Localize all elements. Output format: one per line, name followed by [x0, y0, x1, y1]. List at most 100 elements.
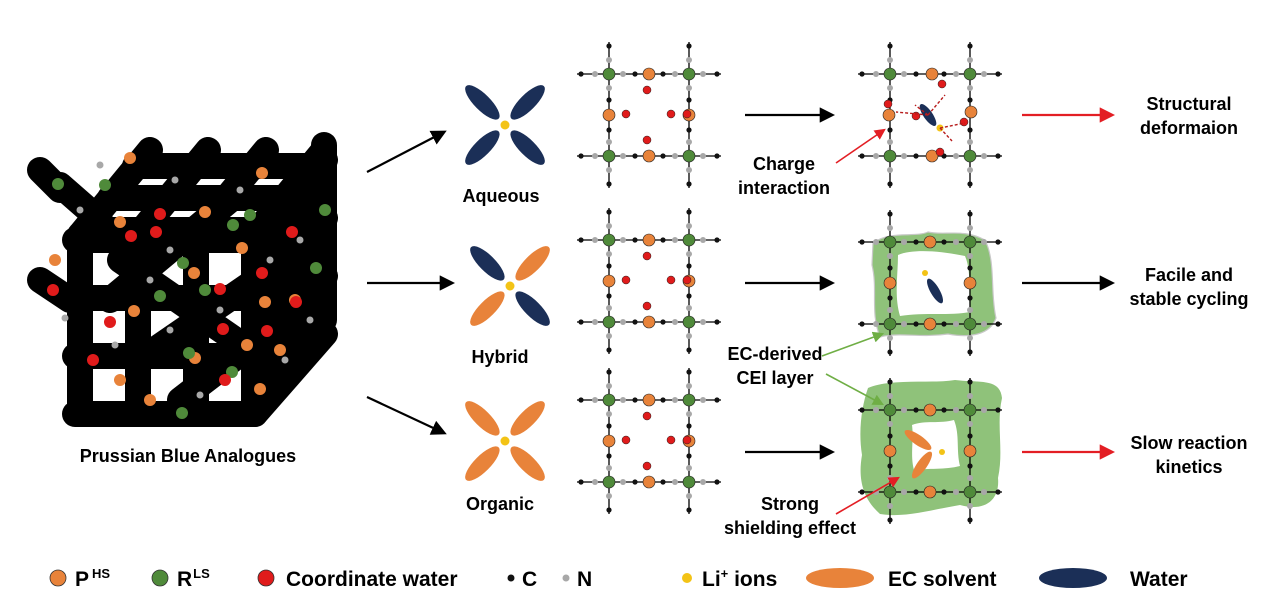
coordinate-water: [621, 109, 631, 119]
r-ls-atom: [963, 67, 977, 81]
n-atom: [672, 397, 678, 403]
p-hs-atom: [602, 108, 616, 122]
c-atom: [967, 517, 973, 523]
r-ls-atom: [883, 317, 897, 331]
n-atom: [592, 237, 598, 243]
c-atom: [606, 209, 612, 215]
n-atom: [592, 397, 598, 403]
n-atom: [901, 407, 907, 413]
p-hs-atom: [923, 235, 937, 249]
cube-caption: Prussian Blue Analogues: [80, 446, 296, 466]
organic-solvation-cluster: [465, 401, 545, 481]
legend-coordinate-water-swatch: [257, 569, 275, 587]
n-atom: [887, 475, 893, 481]
c-atom: [632, 397, 638, 403]
r-ls-atom: [883, 485, 897, 499]
n-atom: [686, 333, 692, 339]
r-ls-atom: [883, 235, 897, 249]
c-atom: [660, 479, 666, 485]
coordinate-water: [935, 147, 945, 157]
ec-solvent-molecule: [510, 446, 545, 481]
cei-label-line1: EC-derived: [727, 344, 822, 364]
c-atom: [606, 453, 612, 459]
n-atom: [606, 223, 612, 229]
c-atom: [913, 153, 919, 159]
c-atom: [714, 397, 720, 403]
legend-li-ions: Li+ ions: [702, 566, 777, 591]
n-atom: [981, 407, 987, 413]
lattice-hybrid-initial: [577, 208, 721, 354]
n-atom: [686, 465, 692, 471]
outcome-organic-line1: Slow reaction: [1130, 433, 1247, 453]
water-molecule: [510, 130, 545, 165]
n-atom: [967, 307, 973, 313]
c-atom: [995, 71, 1001, 77]
c-atom: [913, 71, 919, 77]
n-atom: [967, 167, 973, 173]
cube-n-atom: [146, 276, 154, 284]
n-atom: [953, 489, 959, 495]
outcome-hybrid-line2: stable cycling: [1129, 289, 1248, 309]
ec-solvent-molecule: [911, 451, 933, 479]
lattice-hybrid-result: [858, 210, 1002, 356]
r-ls-atom: [682, 233, 696, 247]
c-atom: [686, 209, 692, 215]
c-atom: [967, 349, 973, 355]
r-ls-atom: [682, 149, 696, 163]
cube-n-atom: [306, 316, 314, 324]
c-atom: [578, 319, 584, 325]
c-atom: [995, 489, 1001, 495]
n-atom: [901, 489, 907, 495]
c-atom: [578, 71, 584, 77]
cube-coordinate-water: [104, 316, 116, 328]
cube-r-ls-atom: [176, 407, 188, 419]
n-atom: [620, 237, 626, 243]
r-ls-atom: [602, 315, 616, 329]
legend-water: Water: [1130, 568, 1188, 591]
lattice-organic-initial: [577, 368, 721, 514]
c-atom: [686, 181, 692, 187]
c-atom: [887, 127, 893, 133]
n-atom: [620, 479, 626, 485]
c-atom: [859, 407, 865, 413]
c-atom: [686, 507, 692, 513]
r-ls-atom: [963, 403, 977, 417]
cube-bond: [107, 247, 263, 363]
c-atom: [606, 507, 612, 513]
c-atom: [859, 71, 865, 77]
cube-p-hs-atom: [256, 167, 268, 179]
cube-n-atom: [216, 306, 224, 314]
cube-coordinate-water: [150, 226, 162, 238]
r-ls-atom: [883, 403, 897, 417]
c-atom: [941, 489, 947, 495]
cube-n-atom: [166, 246, 174, 254]
r-ls-atom: [602, 67, 616, 81]
charge-interaction-line: [927, 94, 946, 116]
outcome-hybrid-line1: Facile and: [1145, 265, 1233, 285]
cube-n-atom: [111, 341, 119, 349]
n-atom: [592, 319, 598, 325]
label-organic: Organic: [466, 494, 534, 514]
arrow-to-organic: [366, 396, 447, 435]
n-atom: [592, 71, 598, 77]
cei-label-line2: CEI layer: [736, 368, 813, 388]
n-atom: [686, 305, 692, 311]
c-atom: [686, 263, 692, 269]
outcome-organic-line2: kinetics: [1155, 457, 1222, 477]
li-ion: [500, 436, 510, 446]
cube-coordinate-water: [256, 267, 268, 279]
cube-p-hs-atom: [199, 206, 211, 218]
p-hs-atom: [964, 105, 978, 119]
c-atom: [887, 295, 893, 301]
n-atom: [686, 167, 692, 173]
n-atom: [981, 71, 987, 77]
n-atom: [606, 411, 612, 417]
outcome-aqueous-line2: deformaion: [1140, 118, 1238, 138]
n-atom: [887, 85, 893, 91]
n-atom: [887, 253, 893, 259]
n-atom: [967, 421, 973, 427]
c-atom: [714, 153, 720, 159]
c-atom: [887, 463, 893, 469]
c-atom: [686, 97, 692, 103]
